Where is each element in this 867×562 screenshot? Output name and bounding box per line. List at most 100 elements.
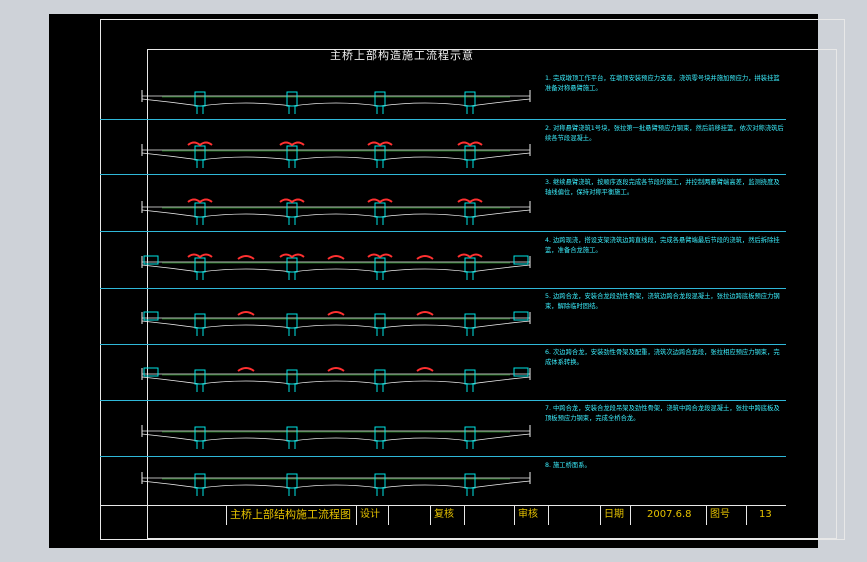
side-span-falsework — [513, 311, 529, 321]
pier-column — [288, 160, 296, 168]
closure-segment — [237, 255, 255, 260]
pier-column — [466, 328, 474, 336]
form-traveler — [367, 198, 393, 204]
drawing-title: 主桥上部构造施工流程示意 — [330, 49, 474, 62]
form-traveler — [279, 253, 305, 259]
side-span-falsework — [143, 311, 159, 321]
form-traveler — [187, 198, 213, 204]
stage-note-4: 4. 边跨现浇，搭设支架浇筑边跨直线段，完成各悬臂端最后节段的浇筑，然后拆除挂篮… — [545, 237, 780, 254]
closure-segment — [416, 255, 434, 260]
stage-divider — [100, 456, 786, 457]
pier-column — [196, 217, 204, 225]
closure-segment — [416, 311, 434, 316]
form-traveler — [457, 141, 483, 147]
pier-column — [466, 106, 474, 114]
pier-column — [196, 106, 204, 114]
closure-segment — [327, 255, 345, 260]
pier-cap — [374, 91, 386, 107]
closure-segment — [237, 367, 255, 372]
pier-cap — [194, 145, 206, 161]
pier-cap — [286, 473, 298, 489]
pier-column — [466, 272, 474, 280]
bridge-deck — [141, 261, 531, 273]
title-block-design-label: 设计 — [356, 505, 388, 525]
pier-cap — [464, 473, 476, 489]
stage-note-2: 2. 对称悬臂浇筑1号块，张拉第一批悬臂预应力钢束，然后前移挂篮，依次对称浇筑后… — [545, 125, 784, 142]
title-block-approve-value — [548, 505, 600, 525]
pier-column — [376, 217, 384, 225]
pier-cap — [286, 257, 298, 273]
pier-column — [466, 488, 474, 496]
stage-note-8: 8. 施工桥面系。 — [545, 462, 591, 469]
stage-note-7: 7. 中跨合龙，安装合龙段吊架及劲性骨架，浇筑中跨合龙段混凝土，张拉中跨底板及顶… — [545, 405, 780, 422]
pier-column — [288, 328, 296, 336]
stage-note-6: 6. 次边跨合龙，安装劲性骨架及配重，浇筑次边跨合龙段，张拉相应预应力钢束，完成… — [545, 349, 780, 366]
closure-segment — [327, 311, 345, 316]
closure-segment — [416, 367, 434, 372]
stage-divider — [100, 174, 786, 175]
title-block-drawing-no-label: 图号 — [706, 505, 746, 525]
bridge-deck — [141, 430, 531, 442]
pier-column — [196, 328, 204, 336]
form-traveler — [457, 198, 483, 204]
pier-cap — [194, 369, 206, 385]
pier-column — [376, 272, 384, 280]
pier-column — [288, 217, 296, 225]
pier-column — [466, 441, 474, 449]
pier-cap — [464, 257, 476, 273]
pier-cap — [374, 145, 386, 161]
drawing-inner-frame — [147, 49, 837, 539]
form-traveler — [457, 253, 483, 259]
pier-column — [376, 441, 384, 449]
pier-cap — [464, 426, 476, 442]
pier-column — [376, 106, 384, 114]
pier-cap — [286, 202, 298, 218]
pier-column — [376, 160, 384, 168]
form-traveler — [279, 198, 305, 204]
drawing-outer-frame — [100, 19, 845, 540]
form-traveler — [367, 141, 393, 147]
bridge-deck — [141, 477, 531, 489]
pier-column — [466, 384, 474, 392]
title-block — [100, 505, 786, 526]
title-block-drawing-no-value: 13 — [746, 505, 786, 525]
stage-note-3: 3. 继续悬臂浇筑，按顺序逐段完成各节段的施工，并控制两悬臂端高差，监测挠度及轴… — [545, 179, 780, 196]
pier-cap — [464, 202, 476, 218]
pier-column — [288, 441, 296, 449]
form-traveler — [187, 253, 213, 259]
pier-cap — [286, 313, 298, 329]
form-traveler — [279, 141, 305, 147]
stage-note-5: 5. 边跨合龙，安装合龙段劲性骨架，浇筑边跨合龙段混凝土，张拉边跨底板预应力钢束… — [545, 293, 780, 310]
bridge-deck — [141, 206, 531, 218]
pier-cap — [286, 91, 298, 107]
form-traveler — [187, 141, 213, 147]
title-block-date-value: 2007.6.8 — [630, 505, 706, 525]
pier-cap — [194, 257, 206, 273]
stage-divider — [100, 344, 786, 345]
pier-cap — [286, 369, 298, 385]
pier-cap — [286, 145, 298, 161]
pier-column — [196, 488, 204, 496]
pier-cap — [374, 257, 386, 273]
pier-column — [466, 217, 474, 225]
form-traveler — [367, 253, 393, 259]
title-block-review-value — [464, 505, 514, 525]
pier-column — [288, 106, 296, 114]
pier-cap — [374, 473, 386, 489]
pier-column — [376, 384, 384, 392]
pier-cap — [464, 91, 476, 107]
stage-divider — [100, 400, 786, 401]
stage-divider — [100, 119, 786, 120]
side-span-falsework — [143, 255, 159, 265]
pier-cap — [464, 145, 476, 161]
pier-cap — [286, 426, 298, 442]
pier-cap — [194, 91, 206, 107]
closure-segment — [327, 367, 345, 372]
bridge-deck — [141, 95, 531, 107]
pier-column — [196, 384, 204, 392]
pier-column — [466, 160, 474, 168]
bridge-deck — [141, 317, 531, 329]
title-block-date-label: 日期 — [600, 505, 630, 525]
pier-column — [288, 488, 296, 496]
